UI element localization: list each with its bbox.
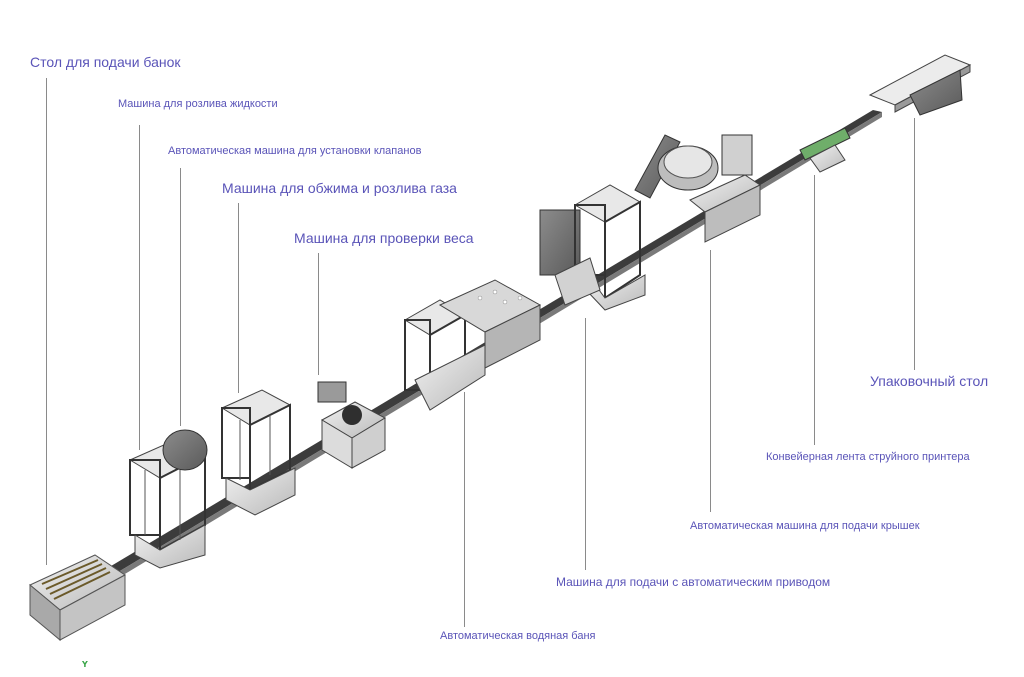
label-cap-feeding: Автоматическая машина для подачи крышек <box>690 520 920 532</box>
leader-liquid-filling <box>139 125 140 450</box>
label-auto-feeder: Машина для подачи с автоматическим приво… <box>556 575 831 589</box>
leader-weight-check <box>318 253 319 375</box>
leader-cap-feeding <box>710 250 711 512</box>
auto-feeder-machine <box>539 184 646 311</box>
label-valve-insertion: Автоматическая машина для установки клап… <box>168 145 422 157</box>
crimping-machine <box>220 389 296 516</box>
can-feed-table-machine <box>29 554 126 642</box>
inkjet-conveyor-machine <box>799 127 851 173</box>
leader-auto-feeder <box>585 318 586 570</box>
label-can-feed-table: Стол для подачи банок <box>30 54 181 70</box>
leader-inkjet-conveyor <box>814 175 815 445</box>
leader-crimping-gas-filling <box>238 203 239 393</box>
label-weight-check: Машина для проверки веса <box>294 230 474 246</box>
packing-table-machine <box>868 54 972 116</box>
leader-packing-table <box>914 118 915 370</box>
cap-feeding-machine <box>634 134 762 243</box>
weight-check-machine <box>317 381 387 469</box>
label-packing-table: Упаковочный стол <box>870 373 989 389</box>
label-inkjet-conveyor: Конвейерная лента струйного принтера <box>766 451 970 463</box>
axis-y-mark: Y <box>82 660 88 669</box>
label-crimping-gas-filling: Машина для обжима и розлива газа <box>222 180 457 196</box>
leader-can-feed-table <box>46 78 47 565</box>
label-liquid-filling: Машина для розлива жидкости <box>118 98 278 110</box>
leader-valve-insertion <box>180 168 181 426</box>
label-water-bath: Автоматическая водяная баня <box>440 630 596 642</box>
leader-water-bath <box>464 392 465 627</box>
water-bath-machine <box>404 279 542 411</box>
liquid-filling-machine <box>128 429 208 569</box>
